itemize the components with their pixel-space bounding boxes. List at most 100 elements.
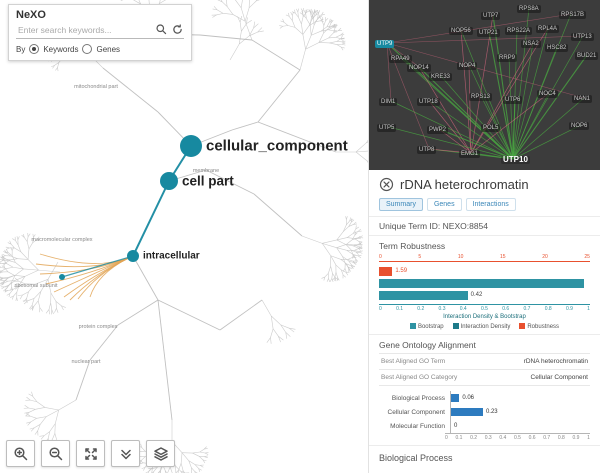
close-icon — [379, 177, 394, 192]
network-node-RPA49[interactable]: RPA49 — [389, 55, 412, 63]
go-row-key: Best Aligned GO Category — [381, 374, 458, 381]
term-robustness-heading: Term Robustness — [379, 241, 446, 251]
go-chart-category: Cellular Component — [387, 408, 445, 416]
divider — [369, 216, 600, 217]
tree-node-label[interactable]: cellular_component — [206, 137, 348, 155]
legend-item: Interaction Density — [452, 323, 510, 330]
app-title: NeXO — [16, 9, 46, 21]
go-row-value: rDNA heterochromatin — [523, 358, 588, 365]
tree-minor-label[interactable]: macromolecular complex — [31, 237, 93, 243]
tree-node[interactable] — [160, 172, 178, 190]
genes-radio-label[interactable]: Genes — [96, 44, 121, 54]
tree-node[interactable] — [59, 274, 65, 280]
network-node-UTP9[interactable]: UTP9 — [375, 40, 395, 48]
legend-item: Bootstrap — [409, 323, 444, 330]
layers-button[interactable] — [146, 440, 175, 467]
tree-minor-label[interactable]: nuclear part — [71, 359, 101, 365]
search-mode-row: By Keywords Genes — [16, 44, 184, 54]
unique-term-id-value: NEXO:8854 — [442, 221, 489, 231]
go-chart-category: Molecular Function — [390, 422, 445, 430]
double-chevron-icon — [120, 449, 131, 459]
tree-minor-label[interactable]: ribosomal subunit — [14, 283, 58, 289]
go-alignment-heading: Gene Ontology Alignment — [379, 340, 476, 350]
network-node-UTP10[interactable]: UTP10 — [501, 155, 530, 164]
keywords-radio-label[interactable]: Keywords — [43, 44, 79, 54]
tab-summary[interactable]: Summary — [379, 198, 423, 211]
refresh-icon[interactable] — [171, 23, 184, 36]
network-node-NOP4[interactable]: NOP4 — [457, 62, 478, 70]
tree-branch-cluster — [336, 139, 368, 164]
tree-node-label[interactable]: intracellular — [143, 250, 200, 262]
network-node-PWP2[interactable]: PWP2 — [427, 126, 449, 134]
unique-term-id: Unique Term ID: NEXO:8854 — [379, 221, 590, 231]
network-node-UTP13[interactable]: UTP13 — [571, 33, 594, 41]
tree-branch-cluster — [13, 261, 66, 315]
network-node-RPS13[interactable]: RPS13 — [469, 93, 493, 101]
network-node-DIM1[interactable]: DIM1 — [379, 98, 398, 106]
biological-process-heading: Biological Process — [379, 453, 453, 463]
genes-radio[interactable] — [82, 44, 93, 54]
by-label: By — [16, 44, 26, 54]
tree-node[interactable] — [127, 250, 139, 262]
network-node-NSA2[interactable]: NSA2 — [521, 40, 541, 48]
tree-minor-label[interactable]: membrane — [192, 168, 220, 174]
zoom-out-icon — [48, 446, 62, 460]
network-node-POL5[interactable]: POL5 — [481, 124, 501, 132]
network-node-NOC4[interactable]: NOC4 — [537, 90, 558, 98]
divider — [369, 445, 600, 446]
zoom-in-button[interactable] — [6, 440, 35, 467]
network-node-HSC82[interactable]: HSC82 — [545, 44, 569, 52]
network-node-NOP14[interactable]: NOP14 — [407, 64, 431, 72]
network-node-NOP56[interactable]: NOP56 — [449, 27, 473, 35]
search-row — [16, 23, 184, 39]
network-node-UTP8[interactable]: UTP8 — [417, 146, 437, 154]
tab-interactions[interactable]: Interactions — [465, 198, 516, 211]
go-chart-bar — [451, 408, 483, 416]
tree-minor-label[interactable]: protein complex — [78, 324, 118, 330]
network-node-EMG1[interactable]: EMG1 — [459, 150, 481, 158]
keywords-radio[interactable] — [29, 44, 40, 54]
tree-node[interactable] — [180, 135, 202, 157]
search-icon[interactable] — [155, 23, 168, 36]
tree-node-label[interactable]: cell part — [182, 173, 234, 189]
term-title: rDNA heterochromatin — [400, 177, 529, 192]
network-node-RPS22A[interactable]: RPS22A — [505, 27, 533, 35]
fit-to-screen-button[interactable] — [76, 440, 105, 467]
legend-item: Robustness — [519, 323, 559, 330]
tab-genes[interactable]: Genes — [426, 198, 462, 211]
network-node-NOP6[interactable]: NOP6 — [569, 122, 590, 130]
network-node-RPS8A[interactable]: RPS8A — [517, 5, 541, 13]
zoom-toolbar — [6, 440, 175, 467]
tree-branch-cluster — [211, 0, 260, 41]
network-node-RPS17B[interactable]: RPS17B — [559, 11, 587, 19]
bar — [379, 266, 393, 276]
close-button[interactable] — [379, 177, 394, 192]
network-node-UTP5[interactable]: UTP5 — [377, 124, 397, 132]
tree-minor-label[interactable]: mitochondrial part — [74, 84, 118, 90]
network-node-BUD21[interactable]: BUD21 — [575, 52, 599, 60]
zoom-out-button[interactable] — [41, 440, 70, 467]
search-input[interactable] — [16, 23, 152, 36]
layers-icon — [153, 446, 168, 461]
tree-branch-cluster — [0, 233, 61, 301]
bar-row-bootstrap — [379, 277, 590, 289]
network-node-UTP18[interactable]: UTP18 — [417, 98, 440, 106]
network-node-UTP21[interactable]: UTP21 — [477, 29, 500, 37]
network-node-RRP9[interactable]: RRP9 — [497, 54, 518, 62]
network-node-UTP7[interactable]: UTP7 — [481, 12, 501, 20]
network-node-RPL4A[interactable]: RPL4A — [536, 25, 560, 33]
collapse-button[interactable] — [111, 440, 140, 467]
network-node-UTP6[interactable]: UTP6 — [503, 96, 523, 104]
network-node-KRE33[interactable]: KRE33 — [429, 73, 453, 81]
network-node-NAN1[interactable]: NAN1 — [572, 95, 593, 103]
zoom-in-icon — [13, 446, 27, 460]
